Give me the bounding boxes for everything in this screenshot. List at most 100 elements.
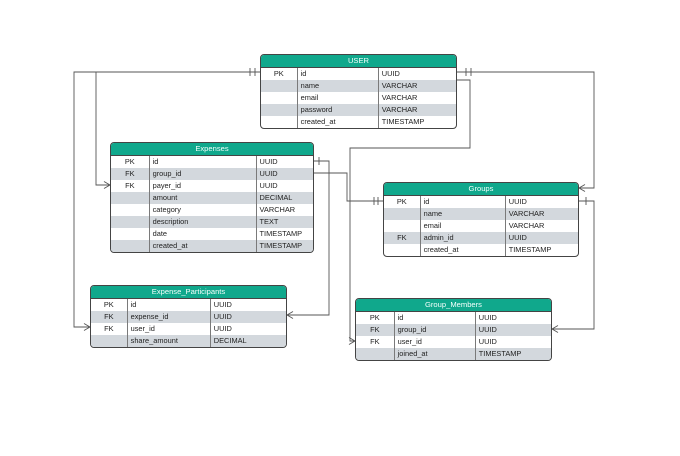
column-type-cell: TIMESTAMP — [504, 244, 578, 256]
key-cell — [111, 192, 149, 204]
key-cell — [384, 244, 420, 256]
column-type-cell: TEXT — [255, 216, 313, 228]
column-type-cell: VARCHAR — [504, 220, 578, 232]
entity-title: Groups — [384, 183, 578, 196]
column-type-cell: TIMESTAMP — [377, 116, 456, 128]
key-cell — [111, 216, 149, 228]
key-cell — [261, 104, 297, 116]
column-name-cell: description — [148, 216, 256, 228]
entity-title: Group_Members — [356, 299, 551, 312]
column-name-cell: group_id — [148, 168, 256, 180]
entity-title: USER — [261, 55, 456, 68]
rel-user-participants — [73, 71, 260, 328]
rel-expenses-participants — [287, 160, 330, 316]
column-name-cell: joined_at — [393, 348, 475, 360]
column-name-cell: id — [126, 299, 210, 311]
key-cell — [384, 208, 420, 220]
key-cell: PK — [396, 197, 407, 206]
column-name-cell: payer_id — [148, 180, 256, 192]
key-cell — [261, 92, 297, 104]
key-cell — [384, 220, 420, 232]
column-name-cell: share_amount — [126, 335, 210, 347]
column-name-cell: password — [296, 104, 378, 116]
many-marker — [286, 311, 294, 319]
column-name-cell: admin_id — [419, 232, 505, 244]
column-name-cell: group_id — [393, 324, 475, 336]
column-name-cell: user_id — [393, 336, 475, 348]
column-type-cell: VARCHAR — [504, 208, 578, 220]
column-type-cell: DECIMAL — [255, 192, 313, 204]
column-type-cell: UUID — [255, 180, 313, 192]
key-cell: FK — [104, 324, 114, 333]
key-cell: FK — [370, 337, 380, 346]
column-type-cell: DECIMAL — [209, 335, 286, 347]
key-cell: PK — [103, 300, 114, 309]
column-name-cell: name — [296, 80, 378, 92]
column-name-cell: created_at — [419, 244, 505, 256]
column-name-cell: email — [419, 220, 505, 232]
key-cell — [356, 348, 394, 360]
column-name-cell: user_id — [126, 323, 210, 335]
column-name-cell: id — [296, 68, 378, 80]
column-type-cell: UUID — [504, 196, 578, 208]
column-type-cell: UUID — [474, 336, 551, 348]
column-type-cell: UUID — [377, 68, 456, 80]
key-cell — [91, 335, 127, 347]
key-cell — [261, 80, 297, 92]
column-name-cell: amount — [148, 192, 256, 204]
many-marker — [578, 184, 586, 192]
column-type-cell: UUID — [255, 168, 313, 180]
key-cell: FK — [370, 325, 380, 334]
key-cell: FK — [125, 169, 135, 178]
key-cell: PK — [273, 69, 284, 78]
column-type-cell: TIMESTAMP — [474, 348, 551, 360]
column-type-cell: TIMESTAMP — [255, 228, 313, 240]
column-type-cell: UUID — [504, 232, 578, 244]
column-type-cell: UUID — [255, 156, 313, 168]
column-type-cell: UUID — [474, 324, 551, 336]
key-cell: FK — [104, 312, 114, 321]
rel-user-members — [349, 79, 471, 342]
rel-user-groups-admin — [457, 71, 595, 189]
column-type-cell: VARCHAR — [377, 92, 456, 104]
column-type-cell: UUID — [209, 299, 286, 311]
key-cell: FK — [397, 233, 407, 242]
key-cell: FK — [125, 181, 135, 190]
column-name-cell: name — [419, 208, 505, 220]
key-cell — [261, 116, 297, 128]
column-name-cell: id — [393, 312, 475, 324]
key-cell: PK — [124, 157, 135, 166]
column-type-cell: VARCHAR — [377, 104, 456, 116]
rel-groups-expenses — [314, 172, 383, 202]
column-type-cell: UUID — [474, 312, 551, 324]
column-name-cell: date — [148, 228, 256, 240]
